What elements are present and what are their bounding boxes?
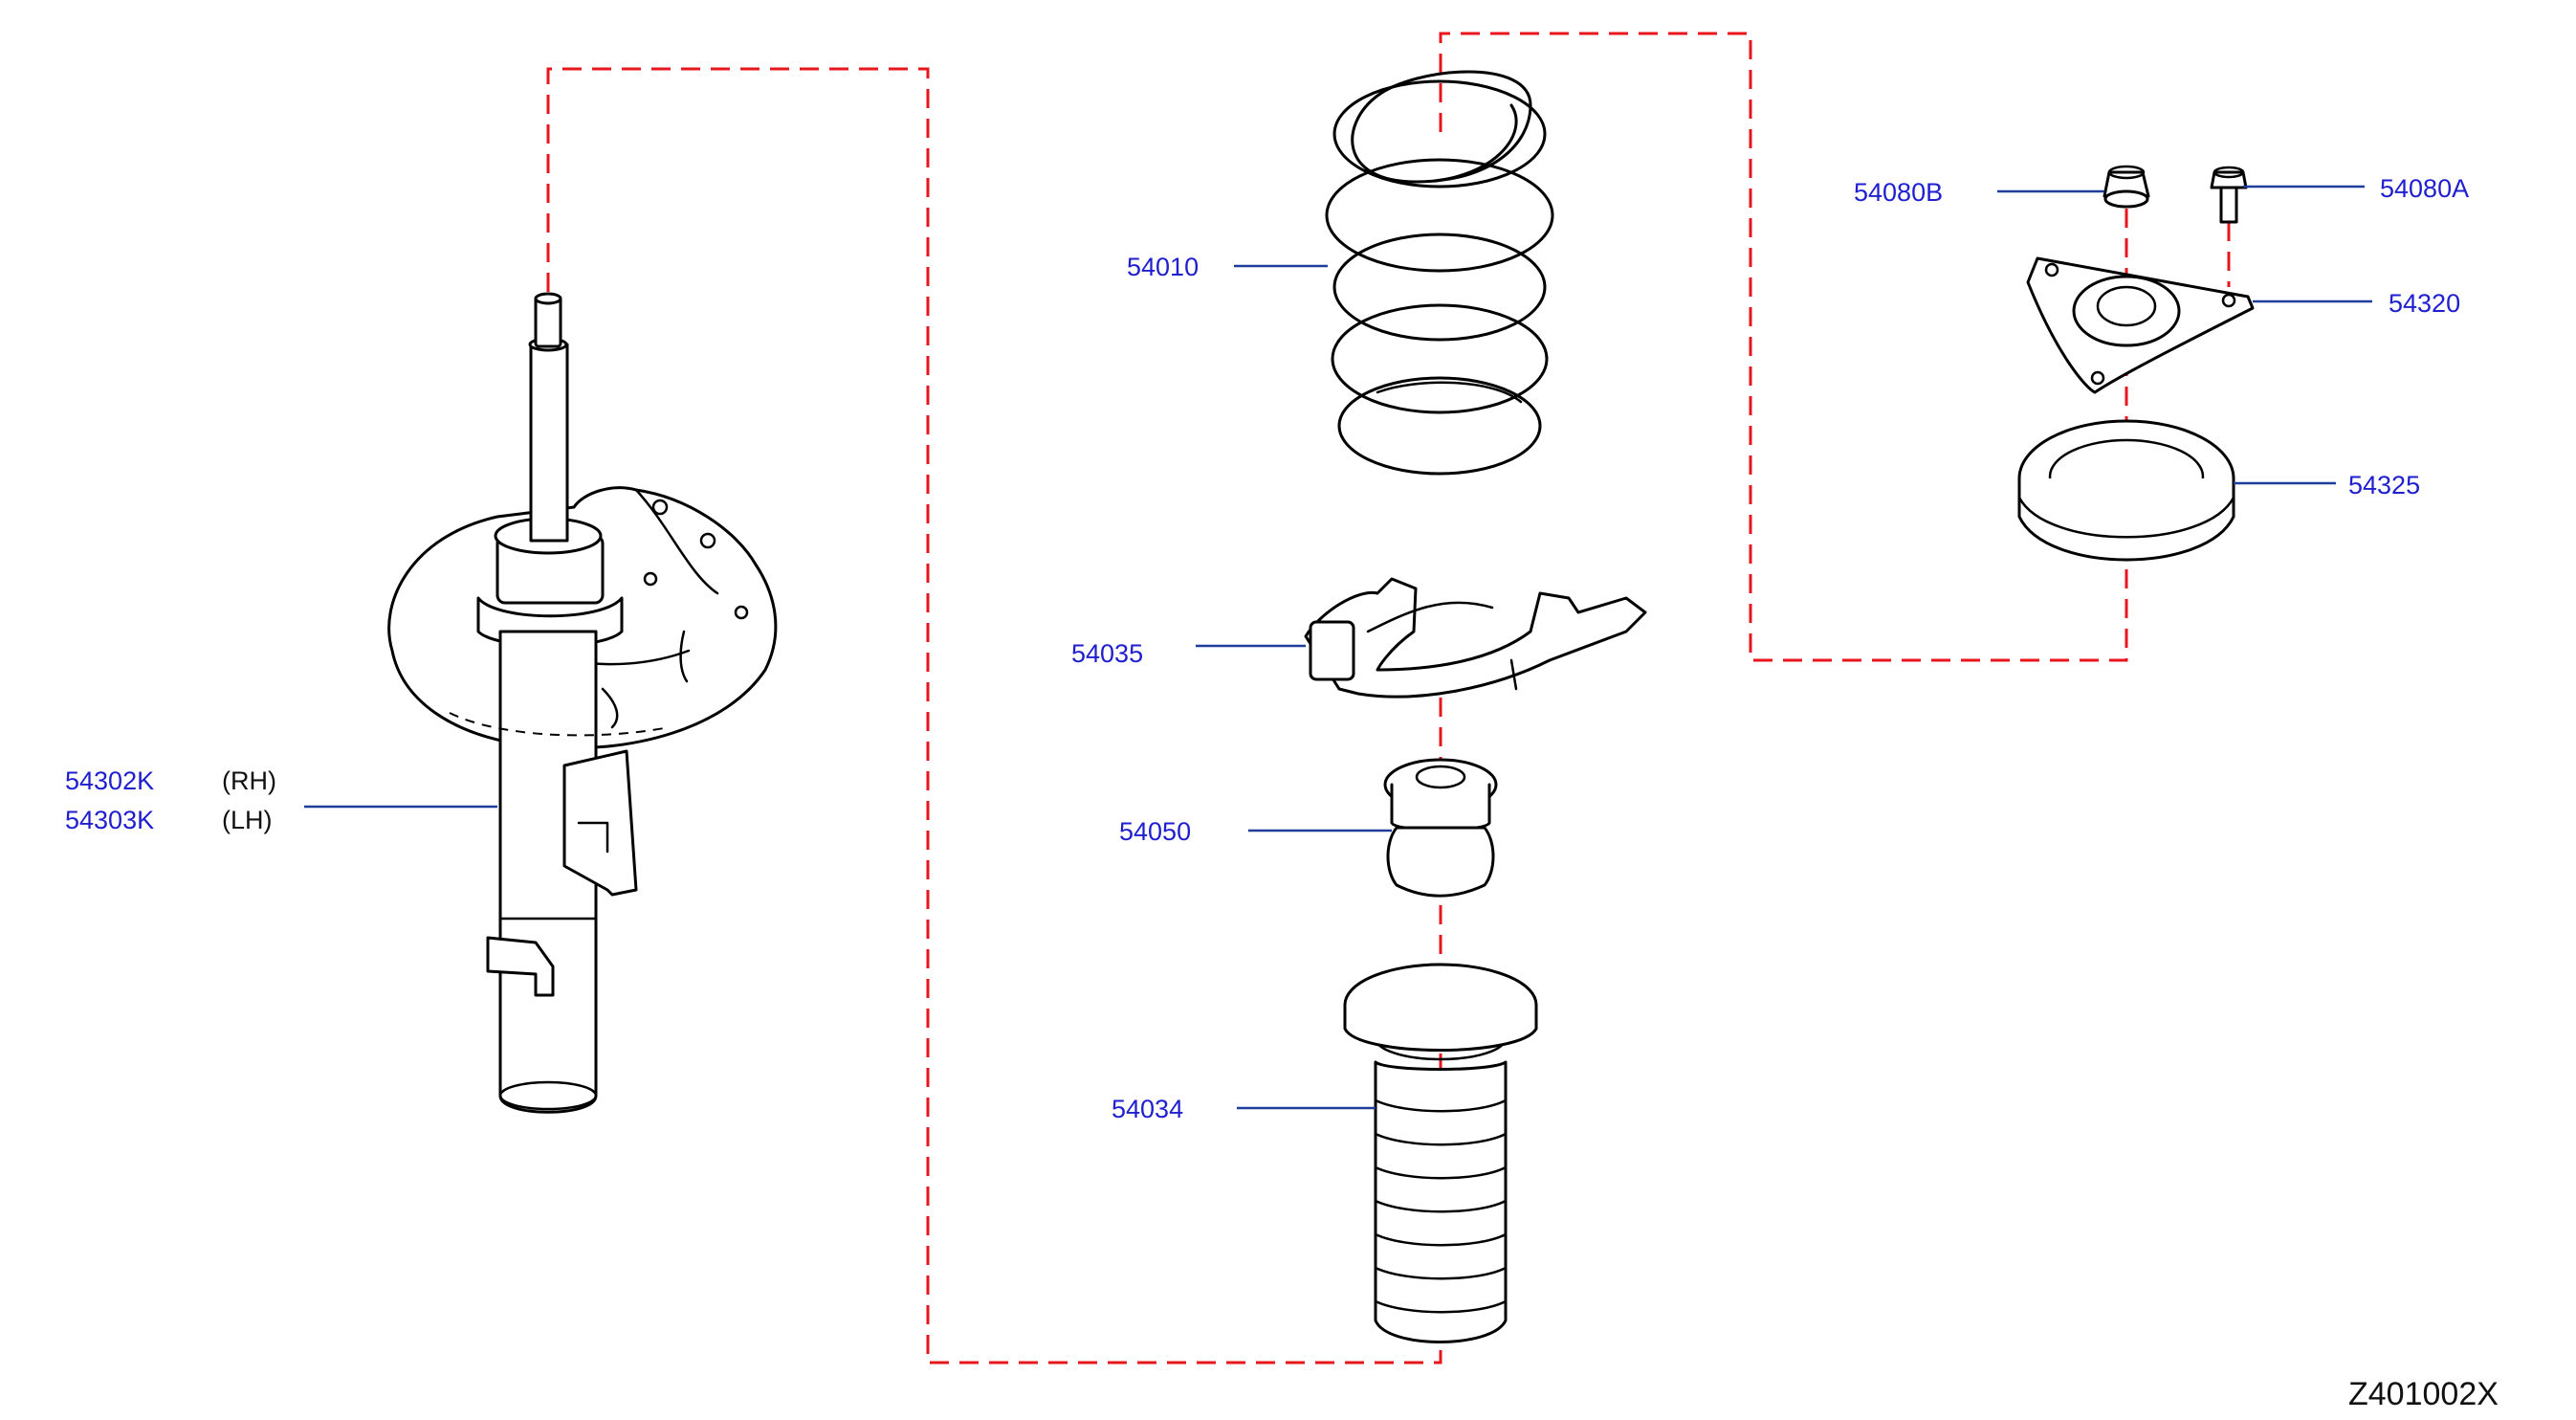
part-number-54303K: 54303K xyxy=(65,806,154,834)
coil-spring xyxy=(1325,70,1554,476)
part-number-54080B: 54080B xyxy=(1854,178,1943,207)
side-label-rh: (RH) xyxy=(222,766,276,795)
spring-seat xyxy=(1304,577,1647,699)
part-number-54035: 54035 xyxy=(1071,639,1143,668)
part-number-54010: 54010 xyxy=(1127,253,1199,281)
mount-insulator xyxy=(2026,256,2255,394)
part-number-54302K: 54302K xyxy=(65,766,154,795)
part-number-54050: 54050 xyxy=(1119,817,1191,846)
part-number-54034: 54034 xyxy=(1112,1095,1183,1123)
bolt xyxy=(2210,166,2248,224)
bound-bumper xyxy=(1383,758,1498,898)
strut-assembly xyxy=(387,292,778,1114)
part-number-54080A: 54080A xyxy=(2380,174,2469,203)
part-number-54325: 54325 xyxy=(2348,471,2420,499)
leader-lines xyxy=(304,185,2372,1110)
side-label-lh: (LH) xyxy=(222,806,273,834)
diagram-code: Z401002X xyxy=(2348,1376,2499,1412)
part-number-54320: 54320 xyxy=(2389,289,2460,318)
bearing xyxy=(2017,419,2235,562)
nut xyxy=(2103,165,2150,209)
dust-boot xyxy=(1343,963,1538,1343)
